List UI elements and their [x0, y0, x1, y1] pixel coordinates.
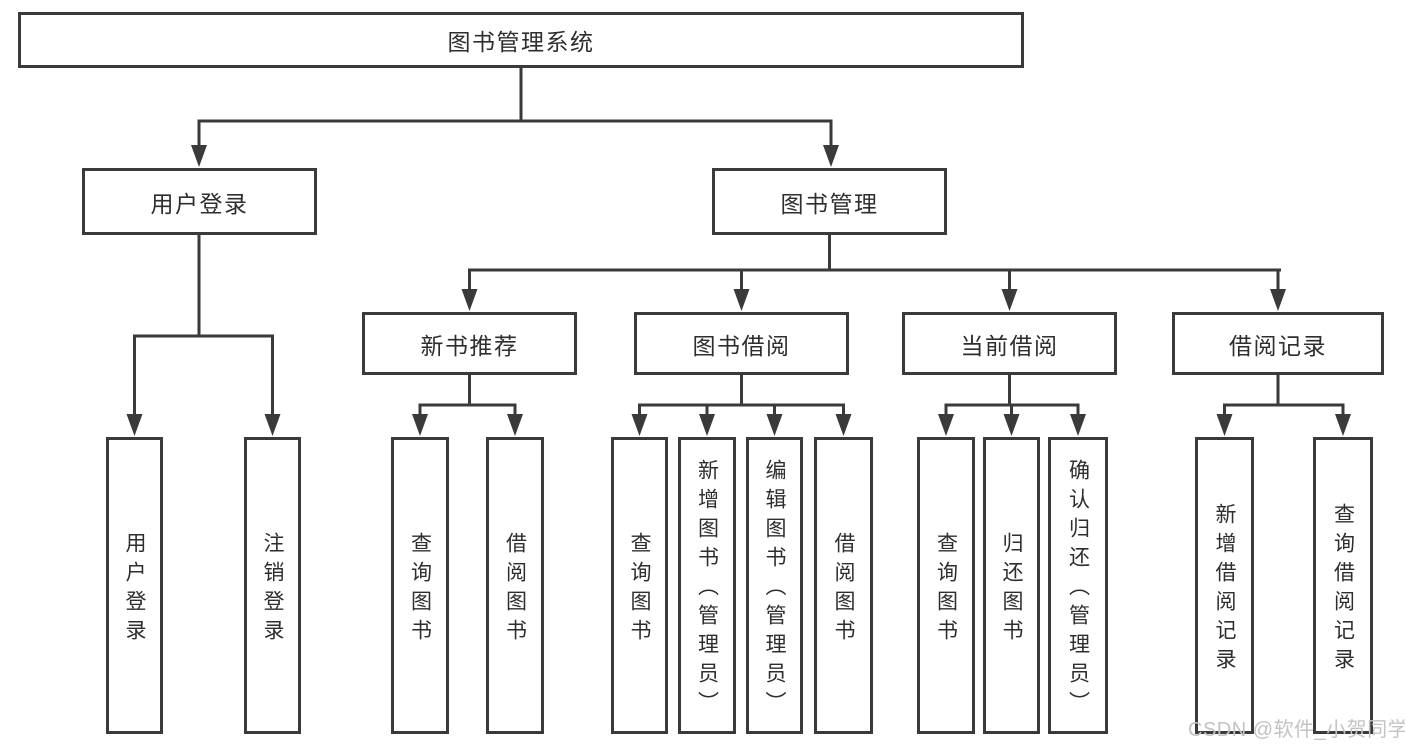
arrowhead	[766, 414, 783, 436]
arrowhead	[507, 414, 523, 436]
arrowhead	[1001, 289, 1018, 311]
node-current-borrowing: 当前借阅	[902, 312, 1117, 375]
leaf-logout: 注销登录	[244, 437, 301, 734]
arrowhead	[412, 414, 428, 436]
arrowhead	[823, 145, 839, 167]
arrowhead	[699, 414, 715, 436]
arrowhead	[191, 145, 207, 167]
connector-current-borrow-to-leaves	[938, 375, 1086, 436]
leaf-borrow-add-books-admin: 新增图书（管理员）	[678, 437, 736, 734]
arrowhead	[126, 414, 143, 436]
leaf-borrow-edit-books-admin: 编辑图书（管理员）	[746, 437, 803, 734]
arrowhead	[938, 414, 954, 436]
leaf-label: 查询图书	[408, 531, 432, 648]
leaf-current-return-books: 归还图书	[983, 437, 1040, 734]
leaf-label: 借阅图书	[832, 531, 855, 648]
arrowhead	[1003, 414, 1020, 436]
leaf-label: 用户登录	[123, 531, 146, 648]
node-book-borrowing: 图书借阅	[634, 312, 849, 375]
connector-root-to-level2	[191, 68, 839, 167]
leaf-records-query-record: 查询借阅记录	[1313, 437, 1373, 734]
node-library-management-system: 图书管理系统	[18, 12, 1024, 68]
connector-user-login-to-leaves	[126, 235, 281, 436]
arrowhead	[461, 289, 478, 311]
leaf-label: 归还图书	[1000, 531, 1023, 648]
leaf-current-confirm-return-admin: 确认归还（管理员）	[1048, 437, 1108, 734]
leaf-label: 确认归还（管理员）	[1066, 459, 1090, 720]
leaf-label: 新增图书（管理员）	[695, 459, 719, 720]
arrowhead	[264, 414, 281, 436]
arrowhead	[1070, 414, 1086, 436]
node-new-book-recommend: 新书推荐	[362, 312, 577, 375]
arrowhead	[1216, 414, 1233, 436]
connector-book-mgmt-to-level3	[461, 235, 1286, 311]
leaf-borrow-query-books: 查询图书	[611, 437, 668, 734]
connector-new-book-rec-to-leaves	[412, 375, 523, 436]
leaf-newrec-borrow-books: 借阅图书	[486, 437, 544, 734]
node-user-login: 用户登录	[82, 168, 317, 235]
arrowhead	[835, 414, 852, 436]
arrowhead	[1335, 414, 1351, 436]
leaf-label: 查询图书	[934, 531, 958, 648]
leaf-label: 新增借阅记录	[1213, 502, 1236, 677]
leaf-label: 编辑图书（管理员）	[763, 459, 786, 720]
node-borrowing-records: 借阅记录	[1172, 312, 1384, 375]
leaf-label: 查询借阅记录	[1331, 502, 1355, 677]
leaf-newrec-query-books: 查询图书	[391, 437, 449, 734]
connector-book-borrow-to-leaves	[631, 375, 852, 436]
arrowhead	[631, 414, 648, 436]
csdn-watermark: CSDN @软件_小贺同学	[1188, 719, 1405, 741]
leaf-borrow-borrow-books: 借阅图书	[814, 437, 873, 734]
node-book-management: 图书管理	[712, 168, 947, 235]
arrowhead	[733, 289, 750, 311]
connector-borrow-record-to-leaves	[1216, 375, 1351, 436]
leaf-label: 查询图书	[628, 531, 651, 648]
leaf-label: 借阅图书	[503, 531, 527, 648]
leaf-records-add-record: 新增借阅记录	[1195, 437, 1254, 734]
leaf-user-login: 用户登录	[106, 437, 163, 734]
leaf-current-query-books: 查询图书	[917, 437, 975, 734]
leaf-label: 注销登录	[261, 531, 284, 648]
arrowhead	[1270, 289, 1286, 311]
